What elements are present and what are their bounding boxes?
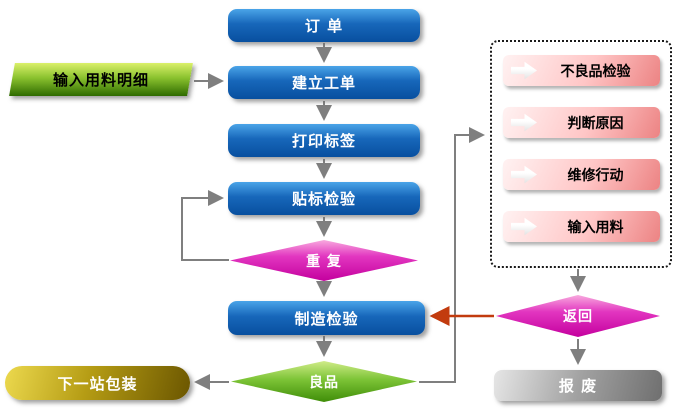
node-return-decision: 返回 [496,295,660,337]
block-arrow-icon [511,165,537,184]
block-arrow-icon [511,61,537,80]
node-input-material-details-label: 输入用料明细 [52,71,149,89]
repair-step-label: 不良品检验 [560,63,631,80]
node-order-label: 订 单 [304,17,344,35]
arrow-good-to-repair-box [419,127,485,383]
node-print-label-label: 打印标签 [291,132,356,150]
node-good-product-decision: 良品 [231,361,417,402]
node-label-inspection-label: 贴标检验 [291,190,356,208]
repair-step-label: 维修行动 [567,167,624,184]
node-print-label: 打印标签 [228,124,420,157]
node-input-material-details: 输入用料明细 [9,63,193,96]
node-order: 订 单 [228,9,420,42]
repair-step-defective-inspection: 不良品检验 [503,55,660,86]
node-repeat-decision: 重 复 [230,240,418,281]
node-create-work-order-label: 建立工单 [291,74,356,92]
node-label-inspection: 贴标检验 [228,182,420,215]
node-manufacturing-inspection-label: 制造检验 [294,309,359,328]
node-next-station-packaging: 下一站包装 [5,366,190,400]
node-scrap-label: 报 废 [558,377,598,395]
arrow-repeat-loop-to-label-inspection [181,190,229,261]
repair-step-determine-cause: 判断原因 [503,107,660,138]
repair-step-input-material: 输入用料 [503,211,660,242]
node-return-label: 返回 [563,309,593,325]
repair-step-label: 输入用料 [567,219,624,236]
node-repeat-label: 重 复 [306,253,342,270]
node-next-station-packaging-label: 下一站包装 [57,374,138,393]
block-arrow-icon [511,217,537,236]
node-create-work-order: 建立工单 [228,66,420,99]
repair-step-label: 判断原因 [567,115,624,132]
repair-step-repair-action: 维修行动 [503,159,660,190]
node-manufacturing-inspection: 制造检验 [228,301,425,335]
block-arrow-icon [511,113,537,132]
node-scrap: 报 废 [494,370,662,401]
node-good-product-label: 良品 [309,374,339,391]
